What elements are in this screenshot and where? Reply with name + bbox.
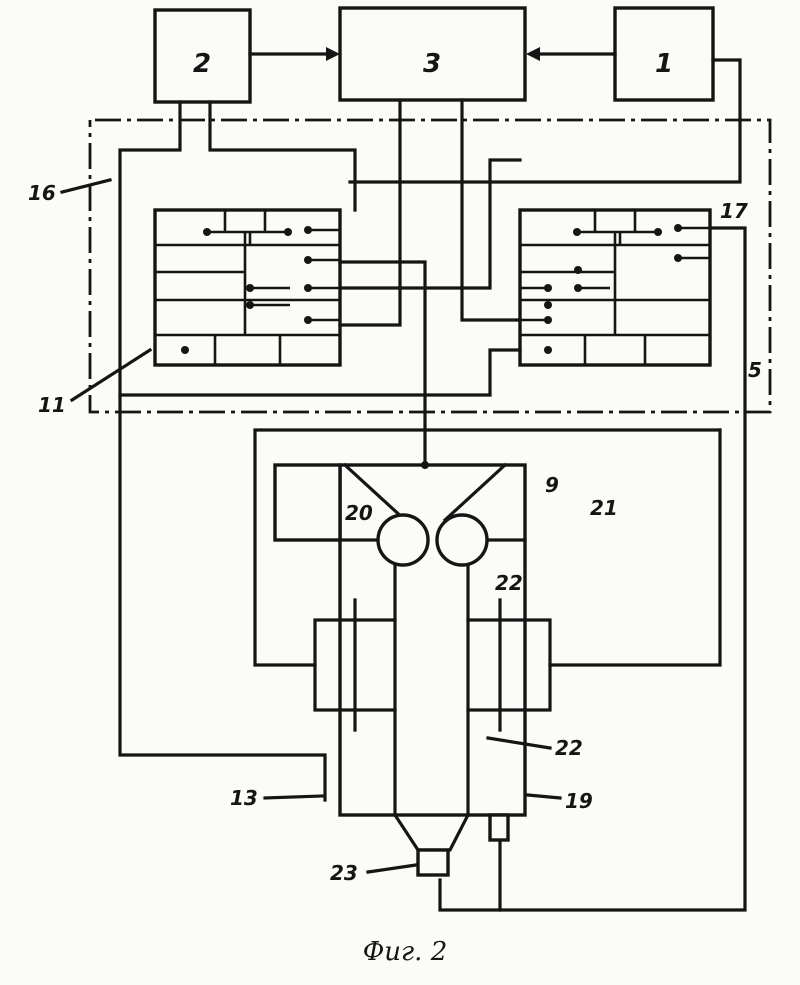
label-5: 5 [748, 358, 762, 382]
label-21: 21 [590, 496, 618, 520]
figure-caption: Фиг. 2 [363, 937, 448, 967]
label-11: 11 [38, 393, 66, 417]
block-1-label: 1 [655, 49, 673, 79]
right-switching-block [520, 210, 710, 365]
block-3: 3 [340, 8, 525, 100]
label-13: 13 [230, 786, 258, 810]
label-16: 16 [28, 181, 56, 205]
label-20: 20 [345, 501, 373, 525]
label-23: 23 [330, 861, 358, 885]
label-22-upper: 22 [495, 571, 523, 595]
left-switching-block [155, 210, 340, 365]
label-19: 19 [565, 789, 593, 813]
block-1: 1 [615, 8, 713, 100]
label-22-lower: 22 [555, 736, 583, 760]
block-3-label: 3 [423, 49, 441, 79]
label-9: 9 [545, 473, 559, 497]
reactor [275, 461, 550, 875]
block-2: 2 [155, 10, 250, 102]
block-2-label: 2 [193, 49, 211, 79]
label-17: 17 [720, 199, 748, 223]
